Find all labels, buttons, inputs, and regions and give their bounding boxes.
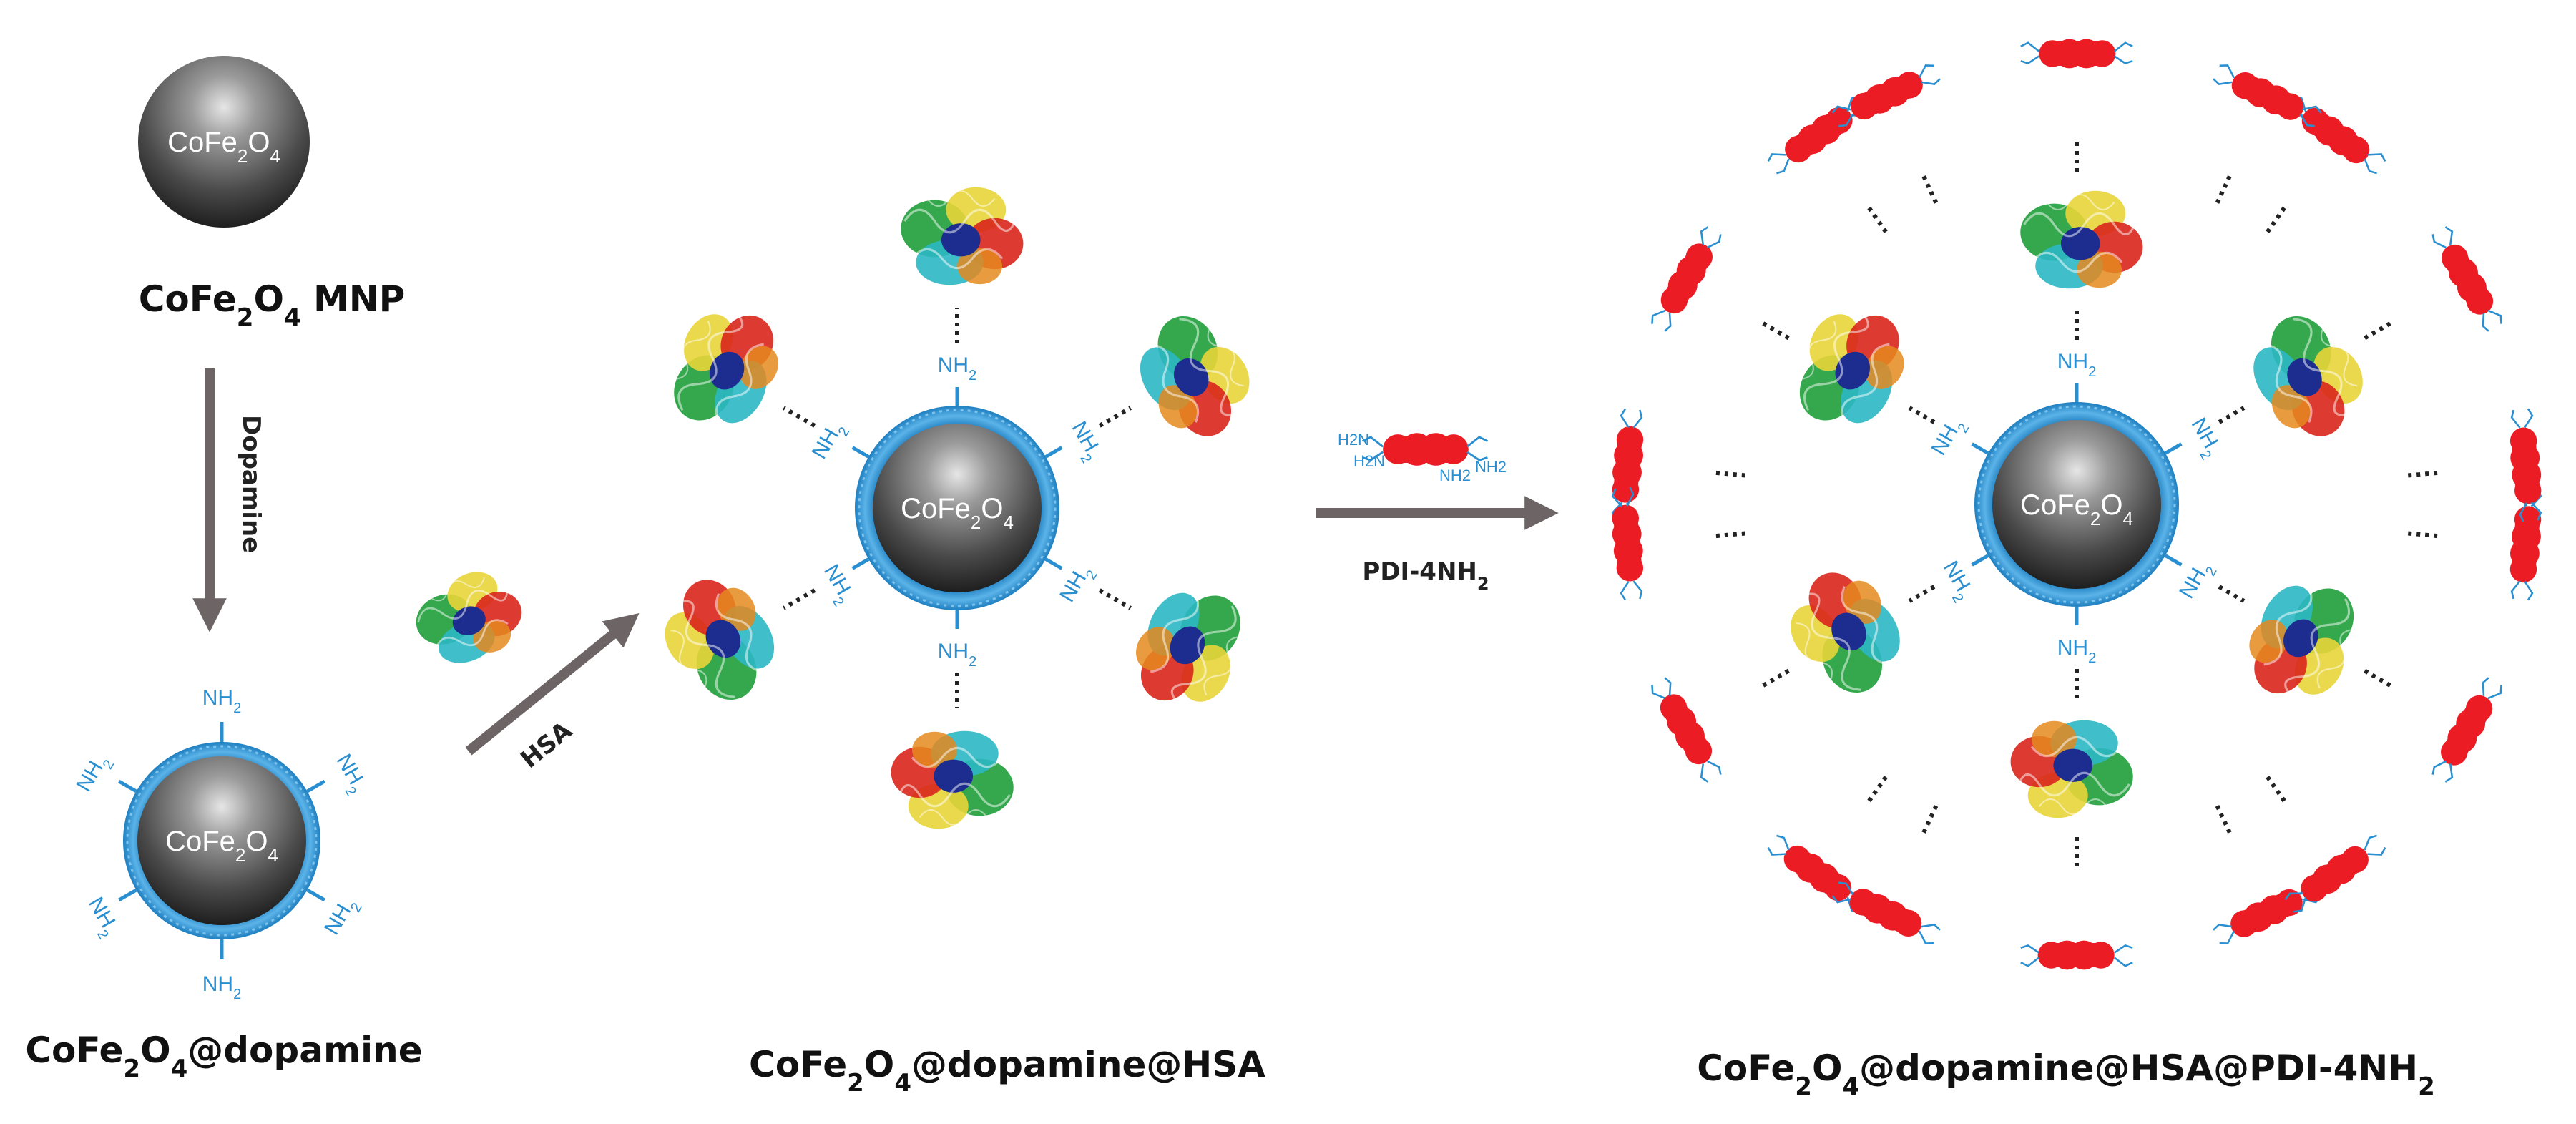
step-label-hsa: HSA (515, 716, 577, 774)
amine-stub (1971, 554, 1989, 567)
hydrogen-bond (1908, 406, 1936, 424)
caption-pdi: CoFe2O4@dopamine@HSA@PDI-4NH2 (1697, 1047, 2435, 1101)
pdi-bond (2364, 668, 2394, 689)
mnp-particle: CoFe2O4 (138, 56, 310, 228)
amine-stub (306, 888, 326, 902)
hsa-protein (1116, 570, 1265, 727)
pdi-bond (2266, 776, 2288, 805)
shell-texture (858, 409, 1057, 607)
pdi-bond (2266, 204, 2288, 233)
amine-label: NH2 (938, 640, 976, 670)
amine-stub (851, 557, 870, 570)
free-hsa-protein (404, 559, 534, 676)
amine-stub (117, 888, 137, 902)
pdi-chain (1645, 673, 1728, 787)
hsa-protein (1771, 554, 1919, 711)
pdi-chain (1645, 222, 1728, 336)
core-label: CoFe2O4 (2020, 489, 2133, 529)
core-label: CoFe2O4 (165, 826, 278, 866)
hsa-protein (2234, 298, 2383, 455)
pdi-chain (2425, 673, 2509, 787)
pdi-bond (1866, 776, 1888, 805)
amine-label: NH2 (2057, 636, 2096, 666)
amine-stub (1044, 557, 1063, 570)
hsa-protein (2019, 190, 2144, 290)
amine-stub (851, 446, 870, 459)
amine-stub (2164, 554, 2183, 567)
pdi-chain (1607, 485, 1648, 602)
amine-label: NH2 (78, 893, 124, 942)
pdi-bond (2364, 320, 2394, 341)
shell-texture (126, 745, 318, 937)
amine-label: NH2 (202, 686, 241, 716)
hsa-protein (1121, 298, 1269, 455)
amine-label: NH2 (2057, 350, 2096, 380)
hydrogen-bond (1908, 585, 1936, 603)
core-sphere (137, 756, 306, 925)
pdi-amine-label-right-bottom: NH2 (1439, 466, 1471, 484)
hsa-protein (2229, 562, 2378, 720)
hydrogen-bond (2218, 406, 2246, 424)
amine-label: NH2 (938, 353, 976, 383)
amine-label: NH2 (72, 750, 118, 798)
mnp-core-label: CoFe2O4 (167, 127, 280, 167)
pdi-bond (1866, 204, 1888, 233)
amine-stub (117, 779, 137, 793)
pdi-bond (1920, 172, 1939, 204)
amine-stub (306, 779, 326, 793)
pdi-bond (2215, 805, 2233, 836)
hydrogen-bond (2218, 585, 2246, 603)
pdi-chain (2505, 407, 2547, 524)
amine-stub (1044, 446, 1063, 459)
step-label-dopamine: Dopamine (237, 415, 265, 553)
pdi-bond (1713, 531, 1746, 539)
caption-hsa: CoFe2O4@dopamine@HSA (749, 1044, 1265, 1098)
pdi-bond (1759, 668, 1790, 689)
pdi-amine-label-right-top: NH2 (1475, 458, 1507, 476)
pdi-bond (2407, 531, 2441, 539)
caption-dopamine: CoFe2O4@dopamine (25, 1030, 422, 1083)
hydrogen-bond (1098, 588, 1132, 610)
pdi-chain (2019, 38, 2134, 69)
pdi-bond (2407, 470, 2441, 478)
amine-stub (2164, 442, 2183, 455)
core-label: CoFe2O4 (901, 493, 1014, 533)
hydrogen-bond (1098, 406, 1132, 428)
hydrogen-bond (783, 588, 816, 610)
hsa-protein (2009, 719, 2135, 819)
shell-texture (1977, 405, 2176, 604)
hydrogen-bond (783, 406, 816, 428)
pdi-bond (1759, 320, 1790, 341)
hsa-protein (650, 289, 798, 446)
hsa-protein (645, 561, 793, 718)
pdi-bond (1920, 805, 1939, 836)
core-sphere (1992, 420, 2161, 589)
pdi-amine-label-left-bottom: H2N (1353, 452, 1385, 470)
core-sphere (873, 424, 1042, 592)
hsa-protein (1776, 289, 1924, 446)
step-label-pdi: PDI-4NH2 (1362, 557, 1489, 594)
amine-label: NH2 (320, 893, 366, 942)
hsa-protein (890, 730, 1015, 830)
amine-label: NH2 (326, 750, 372, 798)
amine-label: NH2 (202, 972, 241, 1002)
pdi-bond (2215, 172, 2233, 204)
amine-stub (1971, 442, 1989, 455)
hsa-protein (899, 186, 1024, 286)
pdi-bond (1713, 470, 1746, 478)
pdi-amine-label-left-top: H2N (1338, 431, 1369, 449)
pdi-chain (2425, 222, 2509, 336)
arrow-hsa (465, 613, 640, 756)
pdi-chain (2019, 939, 2134, 971)
caption-mnp: CoFe2O4 MNP (139, 278, 406, 332)
